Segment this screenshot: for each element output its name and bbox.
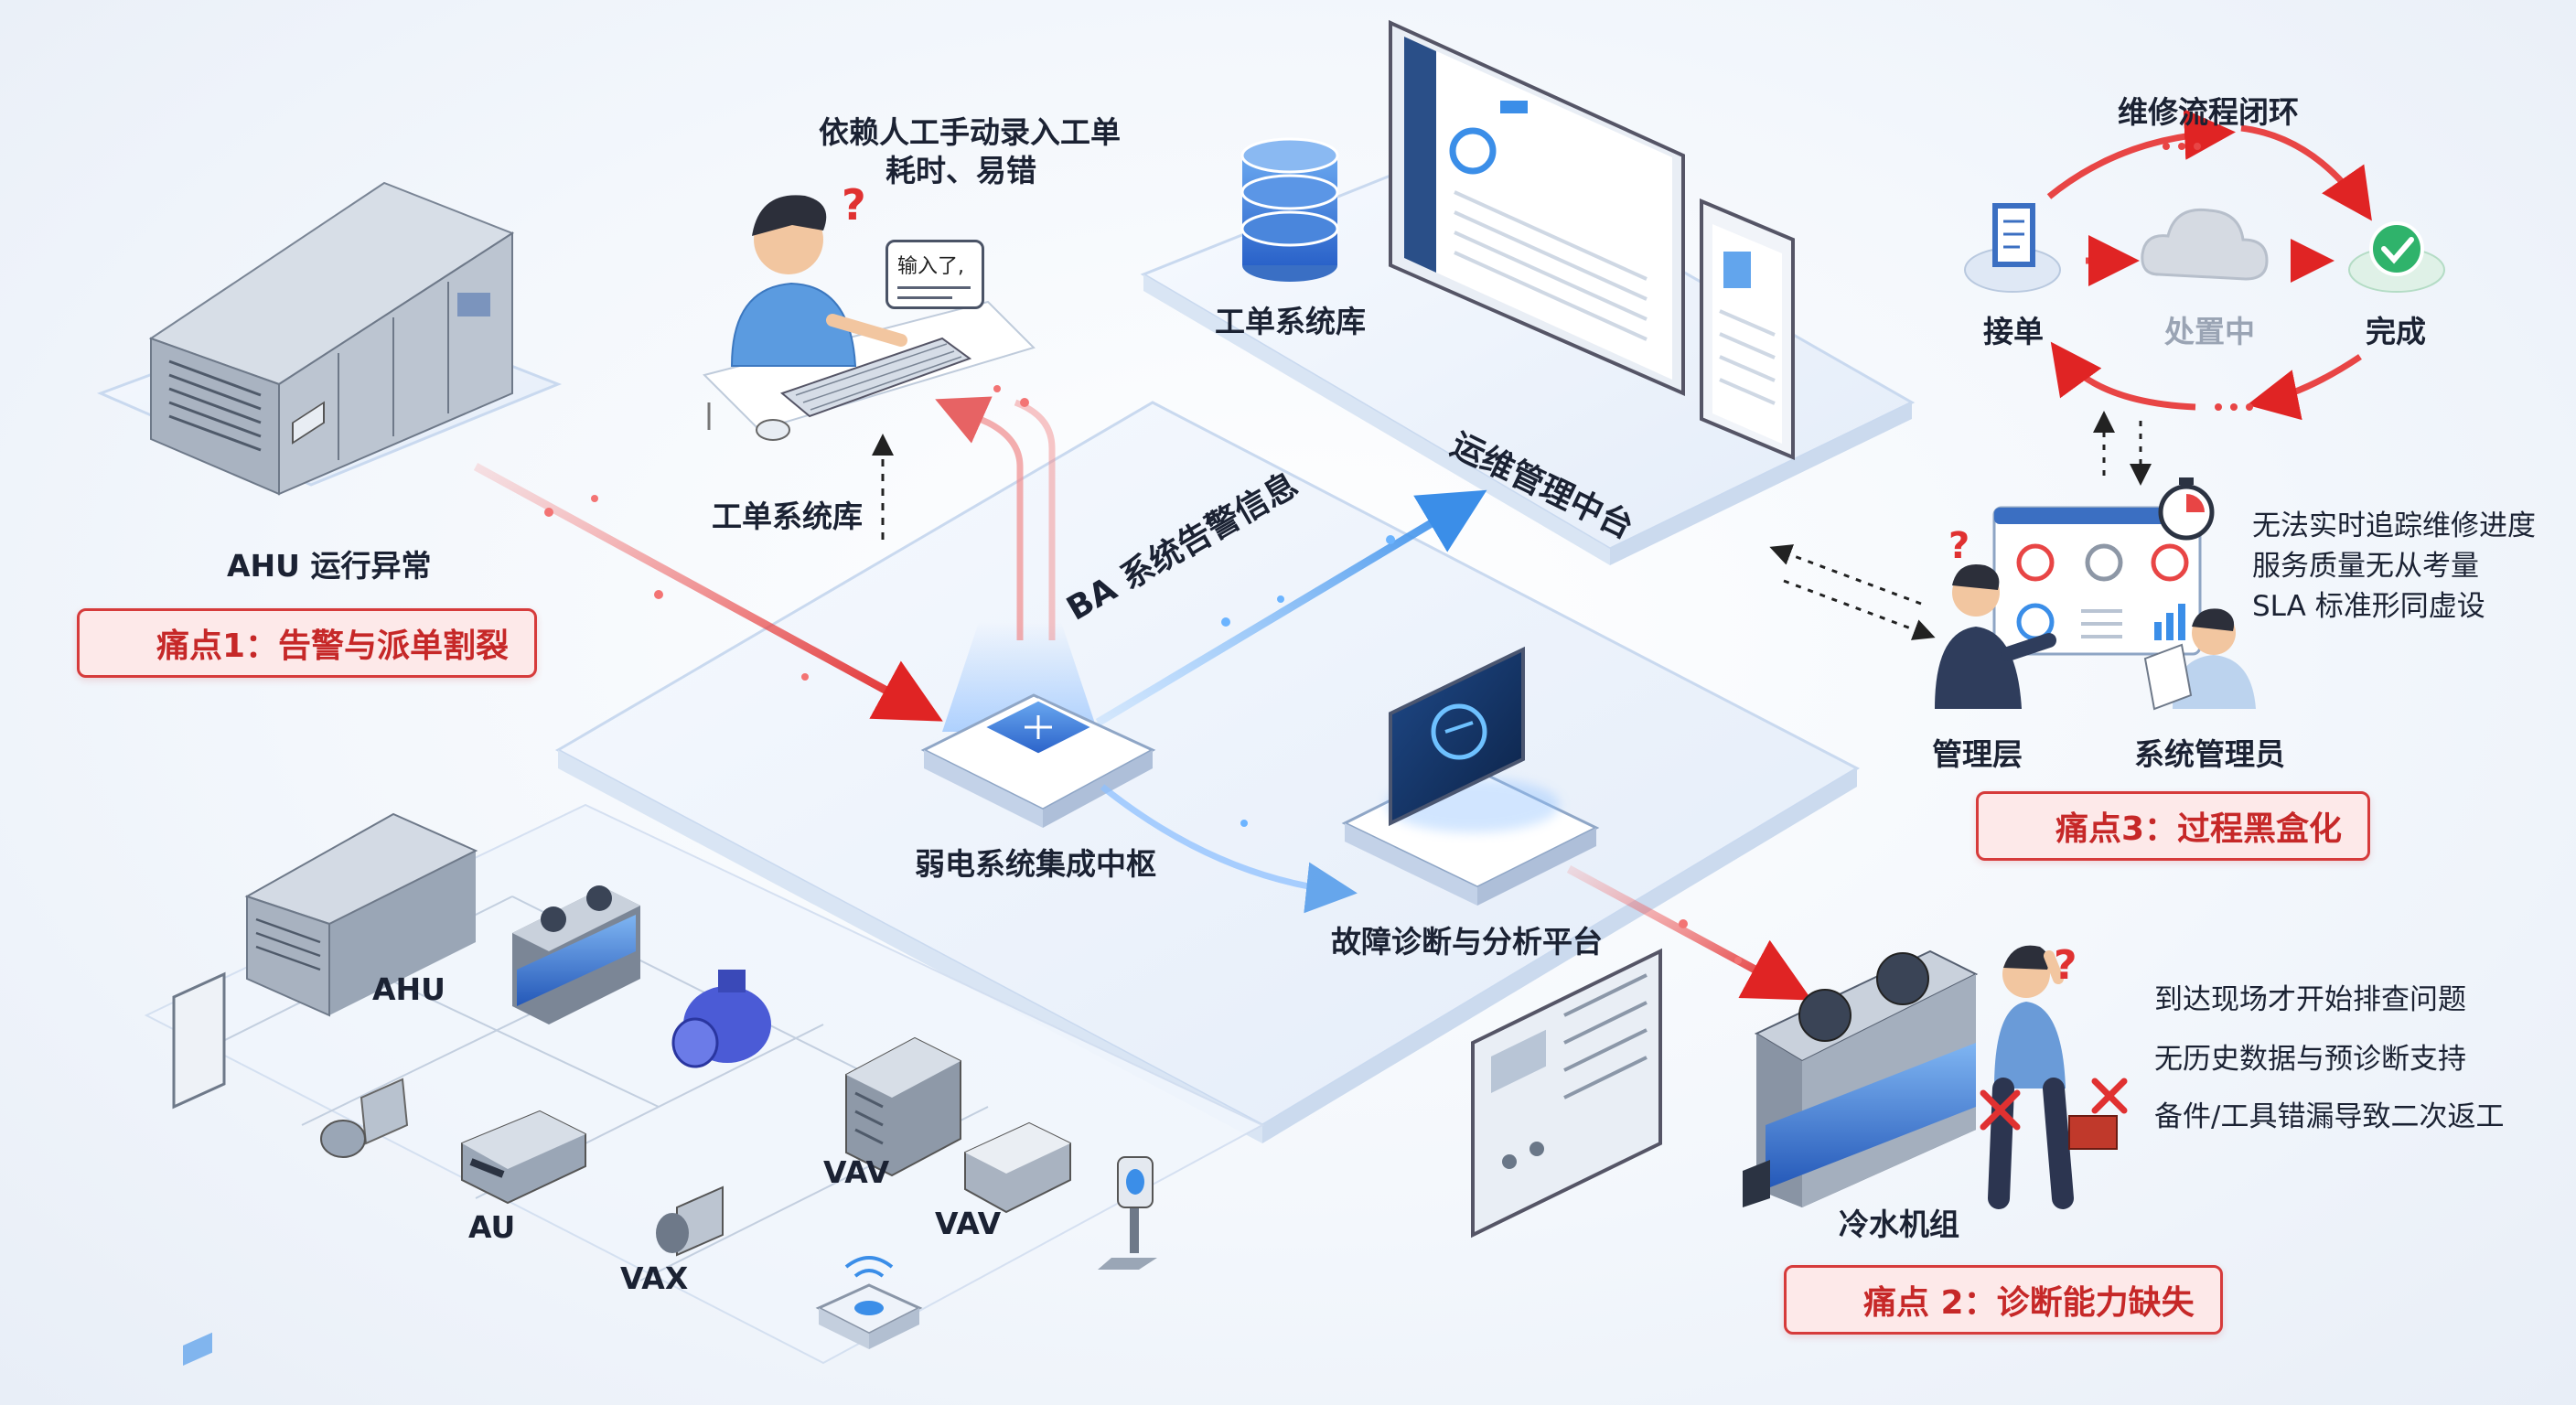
- mgmt-issue-1: 无法实时追踪维修进度: [2252, 505, 2536, 547]
- sys-admin-label: 系统管理员: [2134, 730, 2285, 774]
- question-mark-icon: ?: [842, 180, 866, 230]
- pain-point-3-badge: 痛点3：过程黑盒化: [1976, 791, 2370, 861]
- question-mark-icon: ?: [2054, 942, 2077, 989]
- stopwatch-icon: [2161, 477, 2212, 538]
- ahu-unit-large[interactable]: [151, 183, 512, 494]
- pain-point-2-badge: 痛点 2：诊断能力缺失: [1784, 1265, 2223, 1335]
- dashed-arrows-mgmt-ops: [1775, 549, 1930, 636]
- speech-bubble: 输入了,: [886, 240, 984, 309]
- loop-title: 维修流程闭环: [2118, 88, 2299, 132]
- field-issue-3: 备件/工具错漏导致二次返工: [2154, 1096, 2504, 1138]
- chiller-unit[interactable]: [1743, 951, 1976, 1207]
- vav-label-2: VAV: [935, 1206, 1001, 1241]
- pain-point-1-badge: 痛点1：告警与派单割裂: [77, 608, 537, 678]
- bubble-text: 输入了,: [897, 250, 972, 279]
- field-issue-1: 到达现场才开始排查问题: [2154, 979, 2466, 1021]
- loop-done-label: 完成: [2366, 307, 2426, 351]
- ahu-abnormal-label: AHU 运行异常: [227, 542, 431, 585]
- diagnosis-platform-label: 故障诊断与分析平台: [1331, 917, 1603, 961]
- ops-mobile-phone[interactable]: [1701, 201, 1793, 457]
- loop-receive-label: 接单: [1983, 307, 2044, 351]
- cloud-icon: [2142, 209, 2267, 279]
- mgmt-issue-2: 服务质量无从考量: [2252, 545, 2479, 587]
- thermostat-panel[interactable]: [174, 974, 224, 1366]
- cross-mark-icon: [2095, 1081, 2124, 1110]
- field-technician: ?: [1983, 942, 2124, 1198]
- dashed-arrows-loop-mgmt: [2104, 416, 2141, 480]
- management-label: 管理层: [1932, 730, 2023, 774]
- ahu-small-label: AHU: [372, 971, 445, 1007]
- vav-label-1: VAV: [823, 1154, 889, 1190]
- field-issue-2: 无历史数据与预诊断支持: [2154, 1038, 2466, 1080]
- mouse: [757, 420, 789, 440]
- question-mark-icon: ?: [1948, 525, 1970, 567]
- vax-label: VAX: [620, 1260, 688, 1296]
- toolbox: [2069, 1116, 2117, 1149]
- hub-label: 弱电系统集成中枢: [915, 840, 1156, 884]
- loop-processing-label: 处置中: [2164, 307, 2255, 351]
- pain-point-2-text: 痛点 2：诊断能力缺失: [1863, 1276, 2195, 1324]
- check-circle-icon: [2349, 223, 2444, 292]
- mgmt-issue-3: SLA 标准形同虚设: [2252, 585, 2485, 627]
- chiller-label: 冷水机组: [1839, 1200, 1959, 1244]
- operator-at-desk: ?: [704, 180, 1034, 440]
- operator-note-line2: 耗时、易错: [886, 146, 1036, 190]
- loop-receive-icon: [1965, 203, 2060, 292]
- operator-note-line1: 依赖人工手动录入工单: [819, 108, 1121, 152]
- au-label: AU: [468, 1209, 515, 1245]
- workorder-db-left-label: 工单系统库: [712, 492, 863, 536]
- workorder-db-icon: [1242, 139, 1337, 282]
- pain-point-3-text: 痛点3：过程黑盒化: [2055, 802, 2342, 850]
- workorder-db-top-label: 工单系统库: [1215, 297, 1366, 341]
- pain-point-1-text: 痛点1：告警与派单割裂: [156, 619, 509, 667]
